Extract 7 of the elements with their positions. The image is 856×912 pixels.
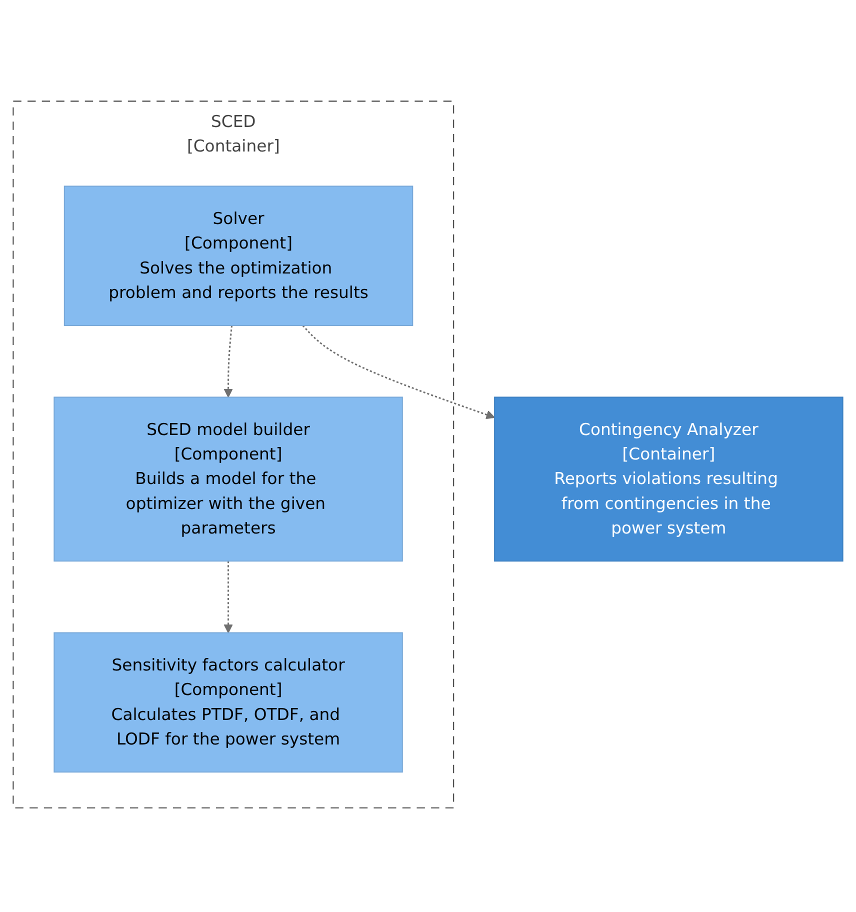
node-box: Contingency Analyzer [Container] Reports violations resulting from contingencies in the power system [494, 397, 844, 562]
node-box: Solver [Component] Solves the optimization problem and reports the results [64, 186, 414, 326]
node-box: Sensitivity factors calculator [Component] Calculates PTDF, OTDF, and LODF for the power system [54, 632, 403, 774]
arrow [224, 562, 233, 634]
node-box: SCED model builder [Component] Builds a model for the optimizer with the given parameters [54, 397, 403, 562]
arrow [224, 326, 233, 398]
arrow [302, 325, 495, 420]
